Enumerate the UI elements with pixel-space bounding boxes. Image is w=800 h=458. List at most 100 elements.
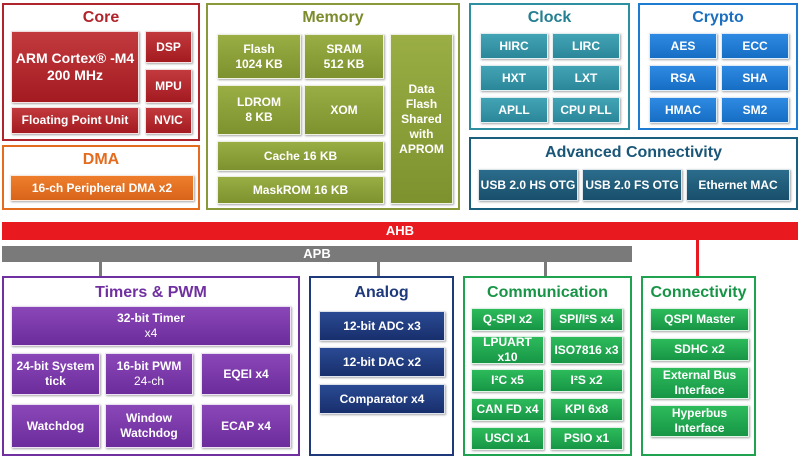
- dataflash-line: APROM: [399, 141, 444, 156]
- ahb-bus: AHB: [2, 222, 798, 240]
- crypto-sha: SHA: [721, 65, 789, 91]
- lpuart-block: LPUART x10: [471, 335, 544, 364]
- crypto-panel: Crypto AES ECC RSA SHA HMAC SM2: [638, 3, 798, 130]
- memory-title: Memory: [302, 9, 364, 26]
- crypto-title: Crypto: [692, 9, 744, 26]
- dataflash-block: Data Flash Shared with APROM: [390, 34, 453, 204]
- ebi-line1: External Bus: [662, 368, 737, 382]
- clock-title: Clock: [527, 9, 572, 26]
- sram-label: SRAM: [326, 41, 362, 56]
- ldrom-size: 8 KB: [245, 110, 273, 124]
- adc-block: 12-bit ADC x3: [319, 311, 445, 341]
- pwm-block: 16-bit PWM 24-ch: [105, 353, 193, 395]
- watchdog-block: Watchdog: [11, 404, 100, 448]
- pwm-channels: 24-ch: [133, 374, 165, 388]
- cpu-freq: 200 MHz: [46, 67, 104, 83]
- fpu-block: Floating Point Unit: [11, 107, 139, 134]
- psio-block: PSIO x1: [550, 427, 623, 450]
- maskrom-block: MaskROM 16 KB: [217, 176, 384, 204]
- crypto-sm2: SM2: [721, 97, 789, 123]
- core-title: Core: [82, 9, 120, 26]
- clock-cpu-pll: CPU PLL: [552, 97, 620, 123]
- lpuart-label: LPUART: [483, 335, 532, 349]
- dataflash-line: with: [409, 126, 434, 141]
- crypto-hmac: HMAC: [649, 97, 717, 123]
- comparator-block: Comparator x4: [319, 384, 445, 414]
- sdhc-block: SDHC x2: [650, 338, 749, 361]
- clock-lirc: LIRC: [552, 33, 620, 59]
- spi-i2s-block: SPI/I²S x4: [550, 308, 623, 331]
- clock-hirc: HIRC: [480, 33, 548, 59]
- cpu-name: ARM Cortex® -M4: [15, 49, 135, 66]
- i2s-block: I²S x2: [550, 369, 623, 392]
- flash-size: 1024 KB: [235, 56, 283, 71]
- communication-title: Communication: [487, 284, 608, 301]
- timer32-block: 32-bit Timer x4: [11, 306, 291, 346]
- core-panel: Core ARM Cortex® -M4 200 MHz DSP MPU Flo…: [2, 3, 200, 141]
- ldrom-label: LDROM: [237, 95, 281, 109]
- memory-panel: Memory Flash 1024 KB SRAM 512 KB LDROM 8…: [206, 3, 460, 210]
- i2c-block: I²C x5: [471, 369, 544, 392]
- timers-pwm-title: Timers & PWM: [95, 284, 207, 301]
- advanced-connectivity-panel: Advanced Connectivity USB 2.0 HS OTG USB…: [469, 137, 798, 210]
- canfd-block: CAN FD x4: [471, 398, 544, 421]
- dataflash-line: Flash: [405, 96, 438, 111]
- crypto-ecc: ECC: [721, 33, 789, 59]
- pwm-label: 16-bit PWM: [116, 359, 182, 373]
- timers-pwm-panel: Timers & PWM 32-bit Timer x4 24-bit Syst…: [2, 276, 300, 456]
- timer32-count: x4: [144, 326, 158, 340]
- advanced-connectivity-title: Advanced Connectivity: [545, 144, 722, 161]
- apb-connector: [99, 262, 102, 276]
- lpuart-count: x10: [497, 350, 518, 364]
- ebi-line2: Interface: [674, 383, 725, 397]
- analog-title: Analog: [354, 284, 409, 301]
- wwdt-line2: Watchdog: [120, 426, 178, 440]
- usb-hs-otg-block: USB 2.0 HS OTG: [478, 169, 578, 201]
- crypto-rsa: RSA: [649, 65, 717, 91]
- clock-lxt: LXT: [552, 65, 620, 91]
- systick-line2: tick: [45, 374, 66, 388]
- connectivity-panel: Connectivity QSPI Master SDHC x2 Externa…: [641, 276, 756, 456]
- flash-label: Flash: [243, 41, 275, 56]
- flash-block: Flash 1024 KB: [217, 34, 301, 79]
- kpi-block: KPI 6x8: [550, 398, 623, 421]
- apb-connector: [544, 262, 547, 276]
- xom-block: XOM: [304, 85, 384, 135]
- ahb-connector: [696, 240, 699, 276]
- apb-bus: APB: [2, 246, 632, 262]
- dataflash-line: Shared: [401, 111, 442, 126]
- qspi-master-block: QSPI Master: [650, 308, 749, 331]
- nvic-block: NVIC: [145, 107, 192, 134]
- dataflash-line: Data: [408, 81, 435, 96]
- clock-hxt: HXT: [480, 65, 548, 91]
- dma-panel: DMA 16-ch Peripheral DMA x2: [2, 145, 200, 210]
- hyperbus-line2: Interface: [674, 421, 725, 435]
- dma-title: DMA: [82, 151, 120, 168]
- pdma-block: 16-ch Peripheral DMA x2: [10, 175, 194, 201]
- qspi-block: Q-SPI x2: [471, 308, 544, 331]
- hyperbus-line1: Hyperbus: [671, 406, 728, 420]
- dac-block: 12-bit DAC x2: [319, 347, 445, 377]
- eqei-block: EQEI x4: [201, 353, 291, 395]
- usb-fs-otg-block: USB 2.0 FS OTG: [582, 169, 682, 201]
- hyperbus-block: Hyperbus Interface: [650, 405, 749, 437]
- iso7816-block: ISO7816 x3: [550, 336, 623, 364]
- timer32-label: 32-bit Timer: [117, 311, 185, 325]
- ldrom-block: LDROM 8 KB: [217, 85, 301, 135]
- systick-line1: 24-bit System: [16, 359, 95, 373]
- sram-size: 512 KB: [323, 56, 365, 71]
- ethernet-mac-block: Ethernet MAC: [686, 169, 790, 201]
- cache-block: Cache 16 KB: [217, 141, 384, 171]
- clock-panel: Clock HIRC LIRC HXT LXT APLL CPU PLL: [469, 3, 630, 130]
- connectivity-title: Connectivity: [650, 284, 747, 301]
- apb-connector: [377, 262, 380, 276]
- dsp-block: DSP: [145, 31, 192, 63]
- wwdt-line1: Window: [126, 411, 172, 425]
- sram-block: SRAM 512 KB: [304, 34, 384, 79]
- window-watchdog-block: Window Watchdog: [105, 404, 193, 448]
- usci-block: USCI x1: [471, 427, 544, 450]
- crypto-aes: AES: [649, 33, 717, 59]
- analog-panel: Analog 12-bit ADC x3 12-bit DAC x2 Compa…: [309, 276, 454, 456]
- systick-block: 24-bit System tick: [11, 353, 100, 395]
- cpu-block: ARM Cortex® -M4 200 MHz: [11, 31, 139, 103]
